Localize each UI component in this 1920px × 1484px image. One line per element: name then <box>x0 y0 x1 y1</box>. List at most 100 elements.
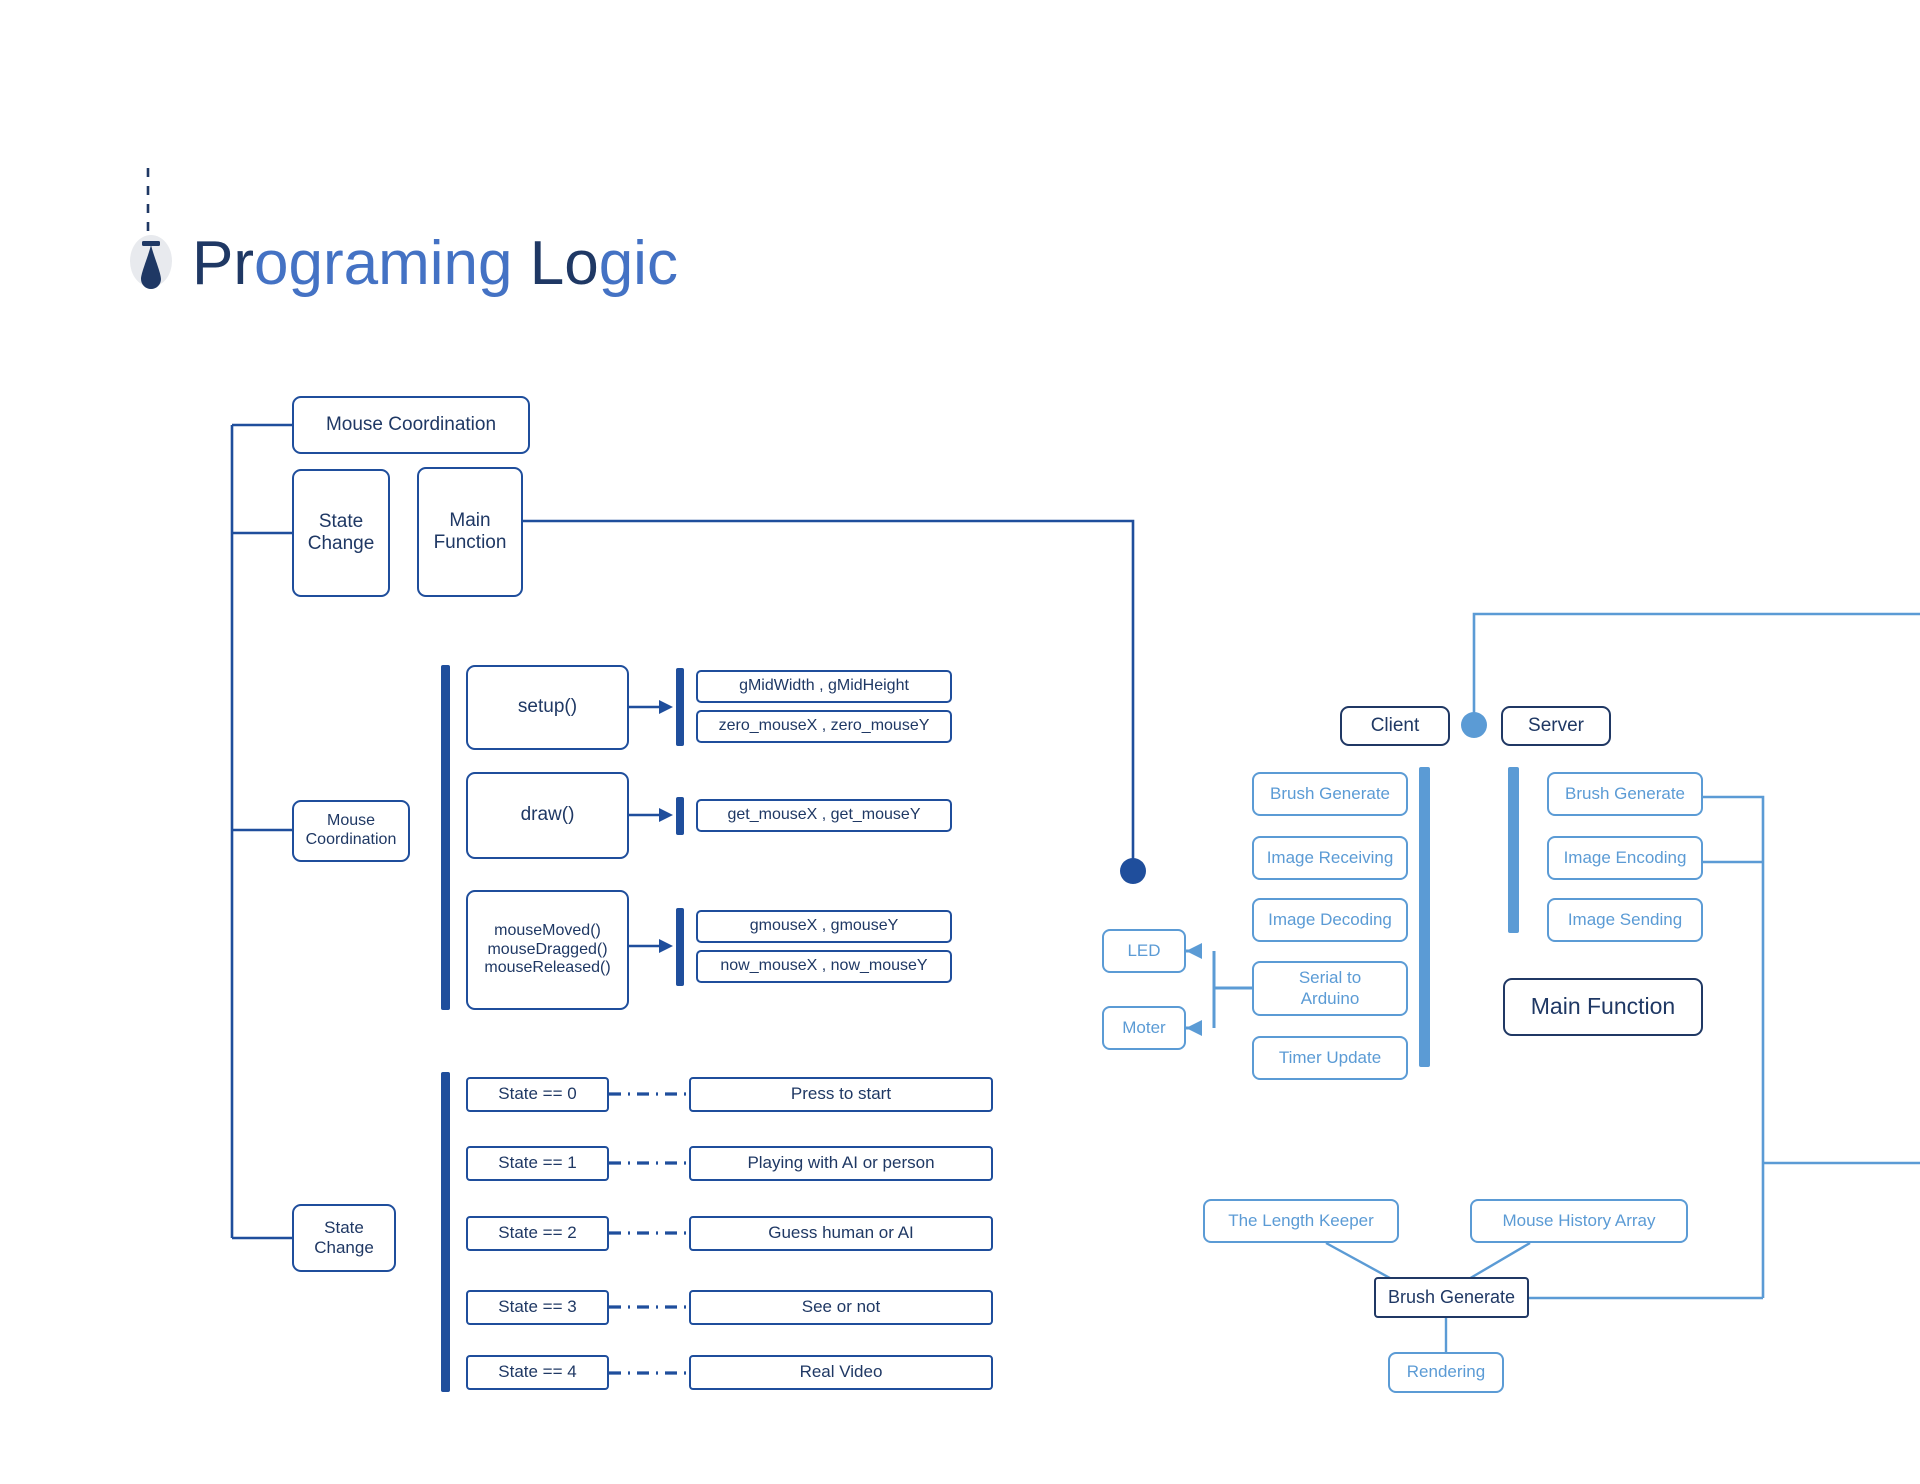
node-length-keeper[interactable]: The Length Keeper <box>1203 1199 1399 1243</box>
node-label: Real Video <box>799 1362 883 1382</box>
node-label: gMidWidth , gMidHeight <box>739 677 909 695</box>
arrow-mouse-head <box>659 939 673 953</box>
title-part-3: gic <box>598 229 678 298</box>
node-label: LED <box>1127 940 1161 960</box>
wire-serial-to-led <box>1212 951 1252 990</box>
node-label-line-2: Change <box>307 533 375 554</box>
node-label: Brush Generate <box>1387 1286 1516 1307</box>
node-output-zero-mouse[interactable]: zero_mouseX , zero_mouseY <box>696 710 952 743</box>
node-moter[interactable]: Moter <box>1102 1006 1186 1050</box>
node-label: Guess human or AI <box>768 1223 914 1243</box>
arrow-draw-head <box>659 808 673 822</box>
node-label: State == 2 <box>498 1223 577 1243</box>
node-label: zero_mouseX , zero_mouseY <box>718 717 930 735</box>
node-mouse-coordination-mid[interactable]: Mouse Coordination <box>292 800 410 862</box>
node-mouse-coordination-top[interactable]: Mouse Coordination <box>292 396 530 454</box>
node-label-line-2: Arduino <box>1300 988 1360 1008</box>
node-brush-generate-center[interactable]: Brush Generate <box>1374 1277 1529 1318</box>
state-desc-0[interactable]: Press to start <box>689 1077 993 1112</box>
node-label: Brush Generate <box>1269 783 1390 803</box>
node-client-brush-generate[interactable]: Brush Generate <box>1252 772 1408 816</box>
node-label: get_mouseX , get_mouseY <box>727 806 921 824</box>
node-label: Playing with AI or person <box>747 1153 935 1173</box>
node-label: Timer Update <box>1278 1047 1382 1067</box>
node-label: draw() <box>520 804 575 826</box>
state-desc-3[interactable]: See or not <box>689 1290 993 1325</box>
node-label: setup() <box>517 696 578 718</box>
node-server-image-encoding[interactable]: Image Encoding <box>1547 836 1703 880</box>
node-label: Brush Generate <box>1564 783 1685 803</box>
node-label-line-2: Coordination <box>305 831 397 848</box>
node-label: The Length Keeper <box>1228 1210 1374 1230</box>
page-title: Programing Logic <box>192 228 678 299</box>
node-label-line-2: mouseDragged() <box>487 940 608 958</box>
node-label: Mouse Coordination <box>325 413 497 435</box>
node-function-setup[interactable]: setup() <box>466 665 629 750</box>
node-output-gmid[interactable]: gMidWidth , gMidHeight <box>696 670 952 703</box>
mouse-outputs-bar <box>676 908 684 986</box>
node-label-line-1: State <box>324 1217 364 1237</box>
state-box-0[interactable]: State == 0 <box>466 1077 609 1112</box>
node-output-now-mouse[interactable]: now_mouseX , now_mouseY <box>696 950 952 983</box>
arrow-head-led <box>1186 943 1202 959</box>
functions-group-bar <box>441 665 450 1010</box>
node-server-main-function[interactable]: Main Function <box>1503 978 1703 1036</box>
node-main-function-small[interactable]: Main Function <box>417 467 523 597</box>
node-client-timer-update[interactable]: Timer Update <box>1252 1036 1408 1080</box>
node-label: State == 1 <box>498 1153 577 1173</box>
node-state-change-bottom[interactable]: State Change <box>292 1204 396 1272</box>
state-desc-4[interactable]: Real Video <box>689 1355 993 1390</box>
wire-node-dot-to-right <box>1472 612 1920 720</box>
state-box-1[interactable]: State == 1 <box>466 1146 609 1181</box>
node-label-line-1: Mouse <box>326 812 376 830</box>
node-label-line-2: Change <box>314 1238 374 1257</box>
node-label: Image Encoding <box>1563 847 1687 867</box>
node-label-line-1: Main <box>449 509 491 531</box>
node-label: State == 3 <box>498 1297 577 1317</box>
title-part-0: Pr <box>192 229 254 298</box>
node-server-image-sending[interactable]: Image Sending <box>1547 898 1703 942</box>
node-label: Client <box>1370 714 1420 736</box>
node-output-gmouse[interactable]: gmouseX , gmouseY <box>696 910 952 943</box>
node-function-draw[interactable]: draw() <box>466 772 629 859</box>
node-label: Press to start <box>790 1084 892 1104</box>
node-label: State == 4 <box>498 1362 577 1382</box>
state-desc-1[interactable]: Playing with AI or person <box>689 1146 993 1181</box>
node-state-change-top[interactable]: State Change <box>292 469 390 597</box>
state-box-4[interactable]: State == 4 <box>466 1355 609 1390</box>
node-client-title[interactable]: Client <box>1340 706 1450 746</box>
node-label-line-1: State <box>318 510 364 532</box>
wire-server-brush-rail <box>1703 795 1765 1298</box>
node-label: now_mouseX , now_mouseY <box>720 957 928 975</box>
node-output-get-mouse[interactable]: get_mouseX , get_mouseY <box>696 799 952 832</box>
node-label: Main Function <box>1530 993 1676 1020</box>
node-client-serial-to-arduino[interactable]: Serial to Arduino <box>1252 961 1408 1016</box>
node-client-image-decoding[interactable]: Image Decoding <box>1252 898 1408 942</box>
title-part-1: ograming <box>254 229 513 298</box>
state-box-3[interactable]: State == 3 <box>466 1290 609 1325</box>
node-label: Server <box>1528 714 1584 736</box>
node-label: Rendering <box>1406 1362 1486 1382</box>
node-label: Mouse History Array <box>1502 1210 1656 1230</box>
node-label: Image Decoding <box>1268 909 1392 929</box>
node-rendering[interactable]: Rendering <box>1388 1352 1504 1393</box>
node-client-image-receiving[interactable]: Image Receiving <box>1252 836 1408 880</box>
node-label: State == 0 <box>498 1084 577 1104</box>
node-label-line-1: mouseMoved() <box>494 921 601 939</box>
node-server-brush-generate[interactable]: Brush Generate <box>1547 772 1703 816</box>
state-box-2[interactable]: State == 2 <box>466 1216 609 1251</box>
node-function-mouse-handlers[interactable]: mouseMoved() mouseDragged() mouseRelease… <box>466 890 629 1010</box>
node-label: See or not <box>801 1297 881 1317</box>
setup-outputs-bar <box>676 668 684 746</box>
state-desc-2[interactable]: Guess human or AI <box>689 1216 993 1251</box>
node-label: Image Receiving <box>1266 847 1394 867</box>
node-label: Image Sending <box>1567 909 1683 929</box>
node-server-title[interactable]: Server <box>1501 706 1611 746</box>
node-led[interactable]: LED <box>1102 929 1186 973</box>
arrow-setup-head <box>659 700 673 714</box>
node-label: gmouseX , gmouseY <box>749 917 899 935</box>
node-label: Moter <box>1122 1017 1166 1037</box>
node-mouse-history-array[interactable]: Mouse History Array <box>1470 1199 1688 1243</box>
